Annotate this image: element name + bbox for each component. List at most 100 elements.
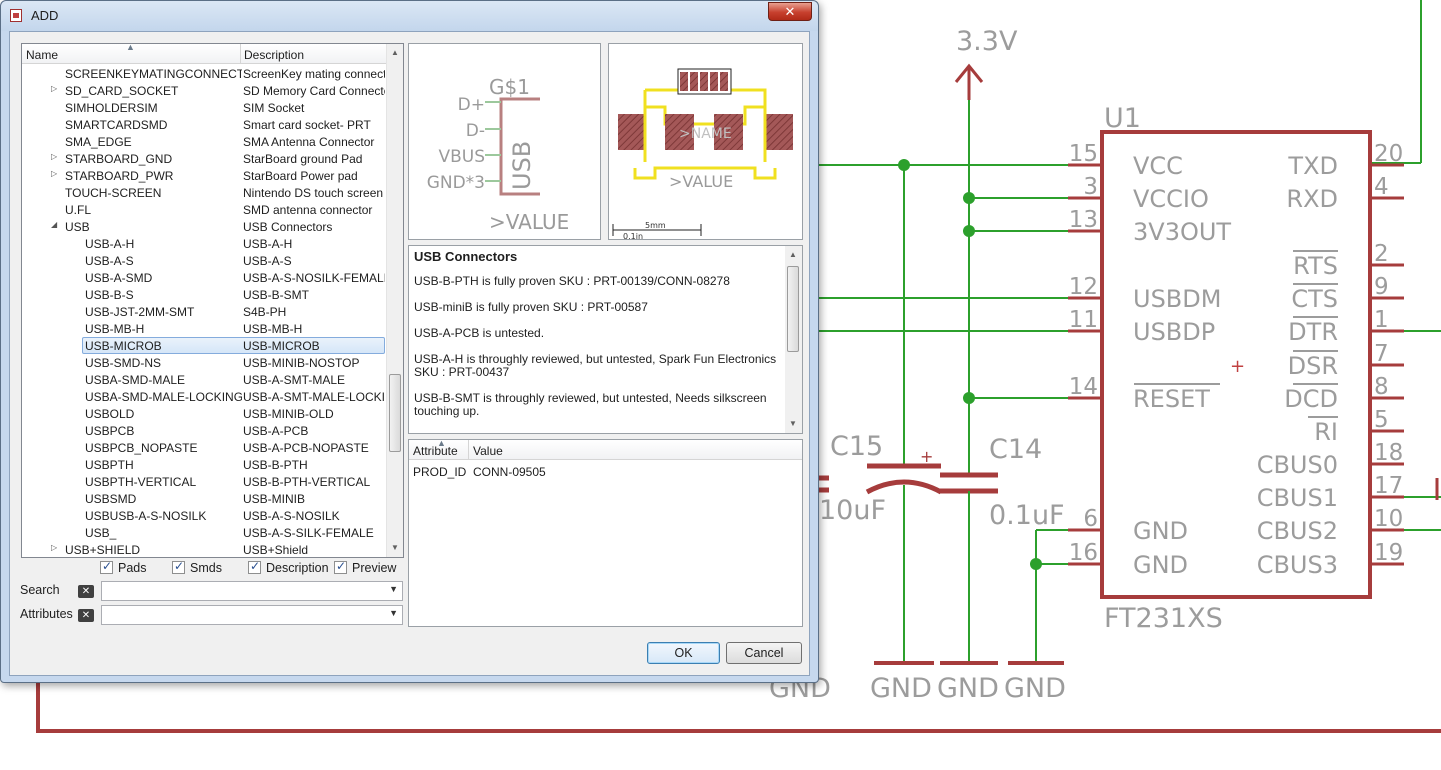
scroll-down-icon[interactable]: ▼ [789, 419, 797, 428]
ic-pin-number: 11 [1069, 307, 1098, 333]
tree-row-name: USB+SHIELD [65, 543, 141, 557]
attributes-table[interactable]: ▲ Attribute Value PROD_ID CONN-09505 [408, 438, 803, 627]
scroll-thumb[interactable] [389, 374, 401, 452]
ic-pin-name: DSR [1288, 352, 1338, 380]
smds-checkbox[interactable]: Smds [172, 559, 222, 575]
scroll-up-icon[interactable]: ▲ [789, 250, 797, 259]
ic-pin-name: CBUS0 [1257, 451, 1338, 479]
tree-row-description: USB-MICROB [243, 339, 320, 353]
clear-attributes-icon[interactable]: ✕ [78, 609, 94, 622]
description-scrollbar[interactable]: ▲ ▼ [785, 246, 802, 433]
column-header-name[interactable]: ▲ Name [22, 44, 241, 64]
library-tree[interactable]: ▲ Name Description SCREENKEYMATINGCONNEC… [21, 43, 404, 558]
title-bar[interactable]: ADD ✕ [1, 1, 818, 31]
column-header-value[interactable]: Value [473, 444, 503, 458]
scroll-down-icon[interactable]: ▼ [391, 543, 399, 552]
tree-row[interactable]: SCREENKEYMATINGCONNECTORScreenKey mating… [22, 65, 386, 82]
ic-pin-name: RXD [1286, 185, 1338, 213]
scroll-up-icon[interactable]: ▲ [391, 48, 399, 57]
tree-scrollbar[interactable]: ▲ ▼ [386, 44, 403, 557]
expand-arrow-icon[interactable]: ▷ [51, 152, 58, 161]
ic-pin-name: 3V3OUT [1133, 218, 1231, 246]
symbol-name: G$1 [489, 75, 530, 99]
ic-pin-name: DCD [1284, 385, 1338, 413]
description-checkbox[interactable]: Description [248, 559, 329, 575]
ok-button[interactable]: OK [647, 642, 720, 664]
tree-row[interactable]: USB_USB-A-S-SILK-FEMALE [22, 524, 386, 541]
tree-row-description: USB-MB-H [243, 322, 303, 336]
tree-row[interactable]: USB-A-H USB-A-H [22, 235, 386, 252]
attributes-input[interactable]: ▼ [101, 605, 403, 625]
window-title: ADD [31, 8, 59, 23]
ic-pin-name: GND [1133, 517, 1188, 545]
expand-arrow-icon[interactable]: ▷ [51, 169, 58, 178]
tree-row-description: USB-MINIB-OLD [243, 407, 334, 421]
tree-row-name: USBPTH-VERTICAL [85, 475, 197, 489]
junction-dot [963, 392, 975, 404]
tree-row-name: USB_ [85, 526, 117, 540]
c15-value: 10uF [819, 495, 886, 526]
package-preview[interactable]: >NAME >VALUE 5mm 0.1in [608, 43, 803, 241]
search-input[interactable]: ▼ [101, 581, 403, 601]
tree-row-name: U.FL [65, 203, 92, 217]
tree-row-name: USBPCB_NOPASTE [85, 441, 198, 455]
description-panel[interactable]: USB Connectors USB-B-PTH is fully proven… [408, 245, 803, 434]
expand-arrow-icon[interactable]: ▷ [51, 84, 58, 93]
tree-row-name: USB-A-H [85, 237, 135, 251]
package-anchor-pad [765, 114, 793, 150]
attribute-name: PROD_ID [413, 465, 467, 479]
close-button[interactable]: ✕ [768, 2, 812, 21]
ic-pin-number: 10 [1374, 506, 1403, 532]
ic-pin-name: RESET [1133, 385, 1210, 413]
clear-search-icon[interactable]: ✕ [78, 585, 94, 598]
expand-arrow-icon[interactable]: ▷ [51, 543, 58, 552]
symbol-preview[interactable]: G$1 USB D+ D- VBUS GND*3 >VALUE [408, 43, 601, 240]
checkbox-checked-icon [334, 559, 347, 574]
ic-pin-name: CBUS2 [1257, 517, 1338, 545]
column-header-description[interactable]: Description [244, 48, 305, 62]
package-anchor-pad [618, 114, 645, 150]
package-pad [690, 72, 698, 91]
pads-checkbox[interactable]: Pads [100, 559, 147, 575]
dropdown-arrow-icon[interactable]: ▼ [389, 584, 398, 594]
package-pad [680, 72, 688, 91]
collapse-arrow-icon[interactable]: ◢ [51, 220, 58, 229]
dropdown-arrow-icon[interactable]: ▼ [389, 608, 398, 618]
scroll-thumb[interactable] [787, 266, 799, 352]
c15-plus-icon: + [920, 447, 933, 466]
package-outline-bottom [633, 166, 777, 180]
tree-row-description: USB-A-H [243, 237, 293, 251]
preview-checkbox[interactable]: Preview [334, 559, 396, 575]
tree-row-name: SMA_EDGE [65, 135, 132, 149]
tree-row-description: USB-A-SMT-MALE [243, 373, 346, 387]
column-header-attribute[interactable]: ▲ Attribute [409, 438, 469, 460]
cancel-button[interactable]: Cancel [726, 642, 802, 664]
